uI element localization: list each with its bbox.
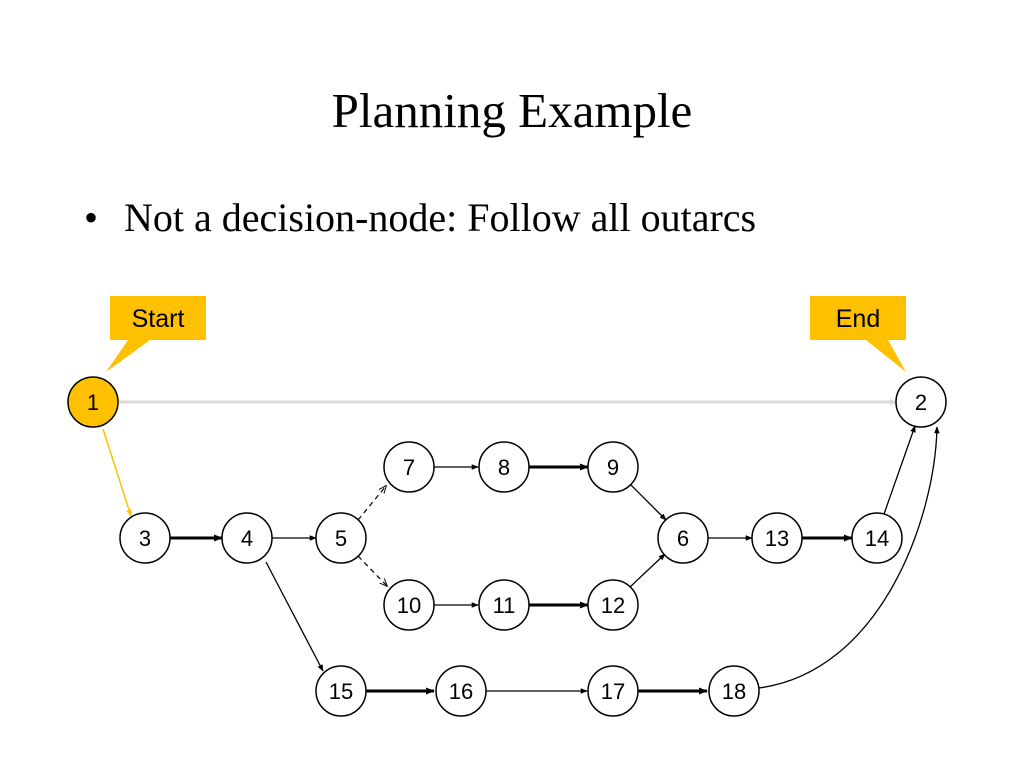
node-2: 2 [895,376,947,428]
node-13: 13 [751,512,803,564]
node-14-label: 14 [865,526,889,551]
node-12: 12 [587,579,639,631]
node-11-label: 11 [493,593,516,618]
node-6-label: 6 [677,526,689,551]
node-14: 14 [851,512,903,564]
node-17-label: 17 [601,679,625,704]
edges [102,398,940,695]
start-callout: Start [106,296,206,372]
edge-1-3 [102,428,132,517]
node-15: 15 [315,665,367,717]
node-5-label: 5 [335,526,347,551]
node-3-label: 3 [139,526,151,551]
node-18-label: 18 [722,679,746,704]
node-4-label: 4 [241,526,253,551]
node-7: 7 [383,441,435,493]
bullet-item: • Not a decision-node: Follow all outarcs [84,198,756,238]
node-7-label: 7 [403,455,415,480]
node-4: 4 [221,512,273,564]
node-18: 18 [708,665,760,717]
start-label: Start [132,305,185,333]
node-15-label: 15 [329,679,353,704]
node-5: 5 [315,512,367,564]
node-12-label: 12 [601,593,625,618]
edge-4-15 [265,561,324,672]
node-16-label: 16 [449,679,473,704]
node-8: 8 [478,441,530,493]
node-8-label: 8 [498,455,510,480]
edge-9-6 [630,484,667,521]
edge-14-2 [883,425,916,515]
end-label: End [836,305,880,333]
node-13-label: 13 [765,526,789,551]
node-9: 9 [587,441,639,493]
node-1: 1 [67,376,119,428]
node-6: 6 [657,512,709,564]
nodes: 1 2 3 4 5 7 8 9 [67,376,947,717]
node-10-label: 10 [397,593,421,618]
node-16: 16 [435,665,487,717]
end-callout: End [810,296,906,372]
node-2-label: 2 [915,390,927,415]
node-17: 17 [587,665,639,717]
bullet-text: Not a decision-node: Follow all outarcs [124,195,757,240]
node-3: 3 [119,512,171,564]
node-9-label: 9 [607,455,619,480]
slide-title: Planning Example [331,83,693,138]
edge-18-2 [758,426,940,689]
edge-5-10 [357,555,387,586]
bullet-marker: • [84,195,99,240]
node-10: 10 [383,579,435,631]
edge-5-7 [357,486,386,521]
end-callout-shape [810,296,906,372]
node-1-label: 1 [87,390,99,415]
edge-12-6 [629,553,666,588]
start-callout-shape [106,296,206,372]
node-11: 11 [478,579,530,631]
